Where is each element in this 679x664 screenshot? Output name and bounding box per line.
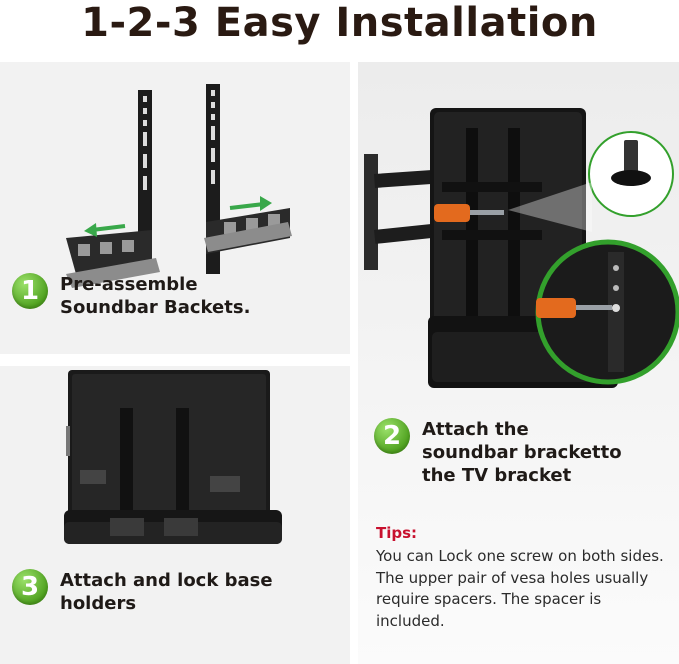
arrow-left-icon: [91, 224, 126, 232]
step-number-3: 3: [12, 569, 48, 605]
wall-plate: [364, 154, 378, 270]
left-bracket-arm: [138, 90, 152, 260]
tv-soundbar-illustration: [64, 370, 282, 544]
screw-icon: [624, 140, 638, 176]
step-text-3: Attach and lock base holders: [60, 570, 273, 614]
screwdriver-zoom-icon: [536, 298, 576, 318]
mount-arm-upper: [374, 169, 435, 188]
step-number-2: 2: [374, 418, 410, 454]
panel-step-3: 3 Attach and lock base holders: [0, 366, 350, 664]
page-title: 1-2-3 Easy Installation: [81, 0, 598, 46]
brackets-illustration: [66, 84, 292, 288]
wall-mount-illustration: [364, 108, 679, 388]
step-text-2: Attach the soundbar bracketto the TV bra…: [422, 419, 622, 486]
tips-title: Tips:: [376, 524, 418, 542]
tips-body: You can Lock one screw on both sides. Th…: [376, 547, 664, 630]
screwdriver-icon: [434, 204, 470, 222]
panel-step-2: [358, 62, 679, 664]
step-number-1: 1: [12, 273, 48, 309]
bracket-left: [120, 408, 133, 538]
step-2: 2 Attach the soundbar bracketto the TV b…: [374, 418, 622, 487]
step-3: 3 Attach and lock base holders: [12, 569, 273, 615]
step-1: 1 Pre-assemble Soundbar Backets.: [12, 273, 250, 319]
mount-arm-lower: [374, 223, 436, 244]
panel-step-1: 1 Pre-assemble Soundbar Backets.: [0, 62, 350, 354]
bracket-right: [176, 408, 189, 538]
arrow-right-icon: [229, 202, 265, 210]
step-text-1: Pre-assemble Soundbar Backets.: [60, 274, 251, 318]
